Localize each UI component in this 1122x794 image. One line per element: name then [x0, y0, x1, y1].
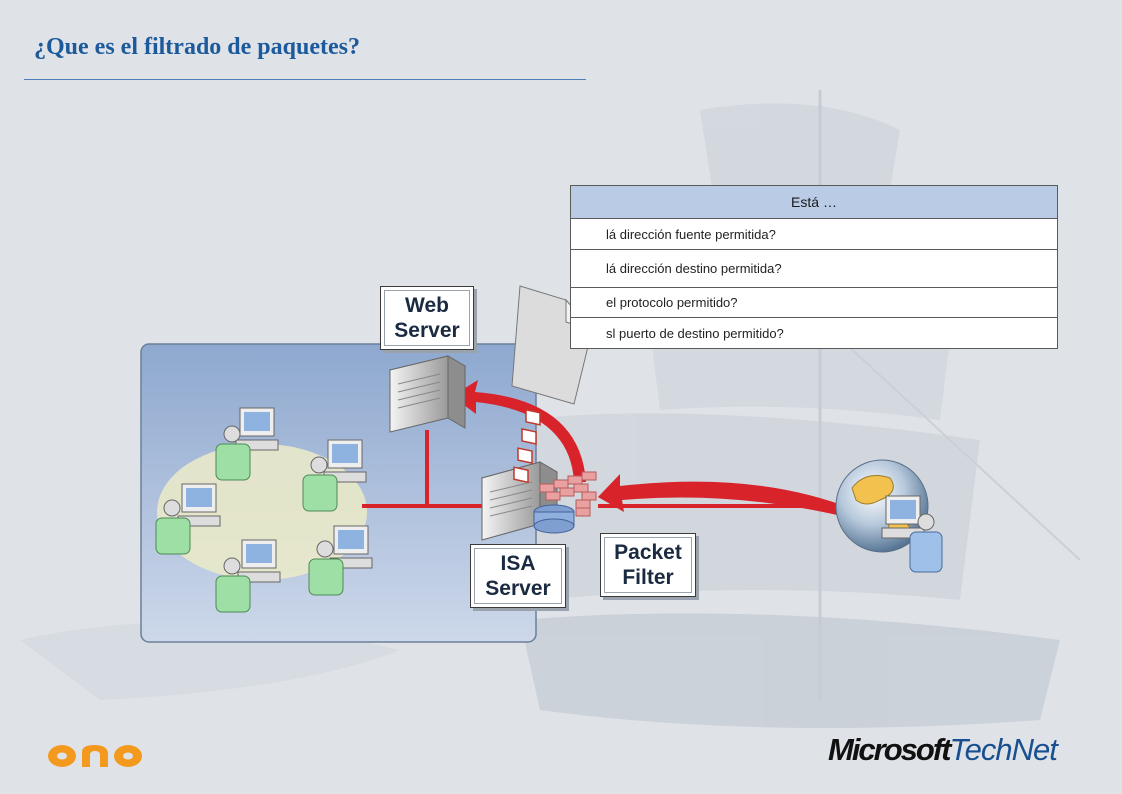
- web-server-label-box: Web Server: [380, 286, 474, 350]
- filter-criteria-table: Está … lá dirección fuente permitida? lá…: [570, 185, 1058, 349]
- isa-server-label: ISA Server: [485, 552, 551, 600]
- ono-logo: [48, 745, 142, 767]
- workstation-5: [308, 525, 373, 596]
- web-server-icon: [388, 355, 467, 433]
- technet-wordmark: TechNet: [949, 732, 1058, 767]
- inbound-arrow: [598, 474, 860, 520]
- workstation-3: [155, 483, 221, 555]
- slide-title: ¿Que es el filtrado de paquetes?: [34, 34, 360, 60]
- web-server-label: Web Server: [394, 294, 460, 342]
- workstation-4: [215, 539, 281, 613]
- firewall-icon: [539, 471, 597, 517]
- packet-filter-label-box: Packet Filter: [600, 533, 696, 597]
- criteria-header: Está …: [571, 186, 1057, 219]
- criteria-row: el protocolo permitido?: [571, 288, 1057, 318]
- client-workstations: [155, 407, 373, 613]
- microsoft-technet-logo: MicrosoftTechNet: [828, 732, 1058, 768]
- workstation-2: [302, 439, 367, 512]
- packet-filter-label: Packet Filter: [614, 541, 682, 589]
- remote-user-icon: [881, 495, 943, 573]
- microsoft-wordmark: Microsoft: [828, 732, 951, 767]
- criteria-row: lá dirección destino permitida?: [571, 250, 1057, 288]
- isa-server-label-box: ISA Server: [470, 544, 566, 608]
- workstation-1: [215, 407, 279, 481]
- criteria-row: lá dirección fuente permitida?: [571, 219, 1057, 250]
- criteria-row: sl puerto de destino permitido?: [606, 325, 784, 341]
- title-divider: [24, 79, 586, 80]
